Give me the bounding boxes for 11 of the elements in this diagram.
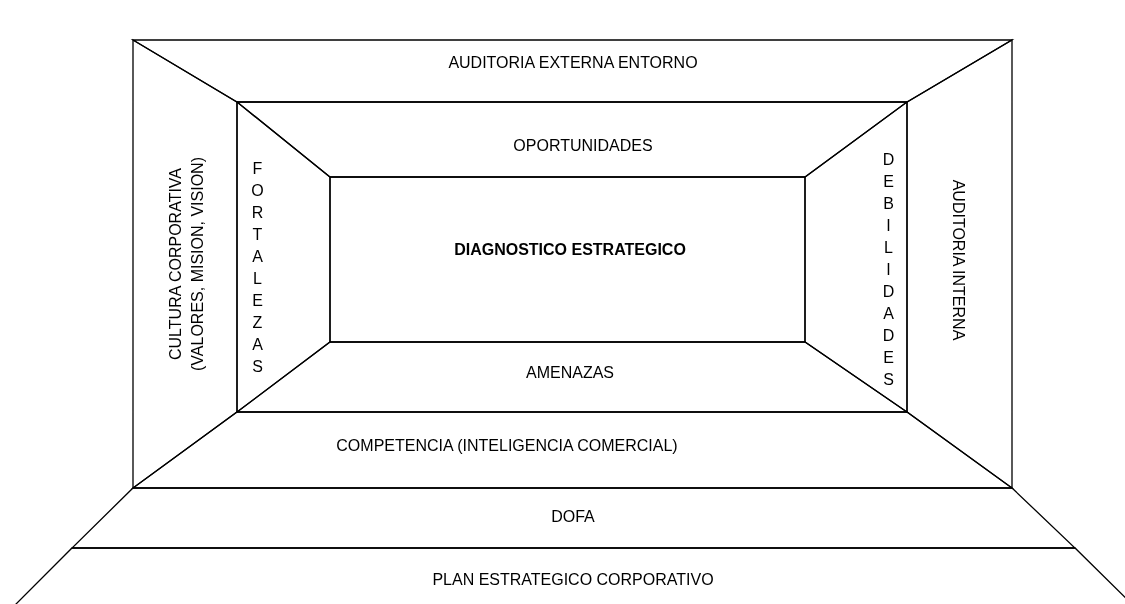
band-label: DEBILIDADES xyxy=(880,151,896,393)
band-label: PLAN ESTRATEGICO CORPORATIVO xyxy=(432,570,714,591)
band-label: DOFA xyxy=(551,507,595,528)
band-label: AUDITORIA EXTERNA ENTORNO xyxy=(448,53,698,74)
band-label: AUDITORIA INTERNA xyxy=(948,179,968,341)
band-label: OPORTUNIDADES xyxy=(513,136,653,157)
band-label: COMPETENCIA (INTELIGENCIA COMERCIAL) xyxy=(336,436,678,457)
box-title: DIAGNOSTICO ESTRATEGICO xyxy=(454,240,686,261)
band-label: CULTURA CORPORATIVA (VALORES, MISION, VISION) xyxy=(166,156,207,373)
band-label: FORTALEZAS xyxy=(249,160,265,380)
band-label: AMENAZAS xyxy=(526,363,614,384)
